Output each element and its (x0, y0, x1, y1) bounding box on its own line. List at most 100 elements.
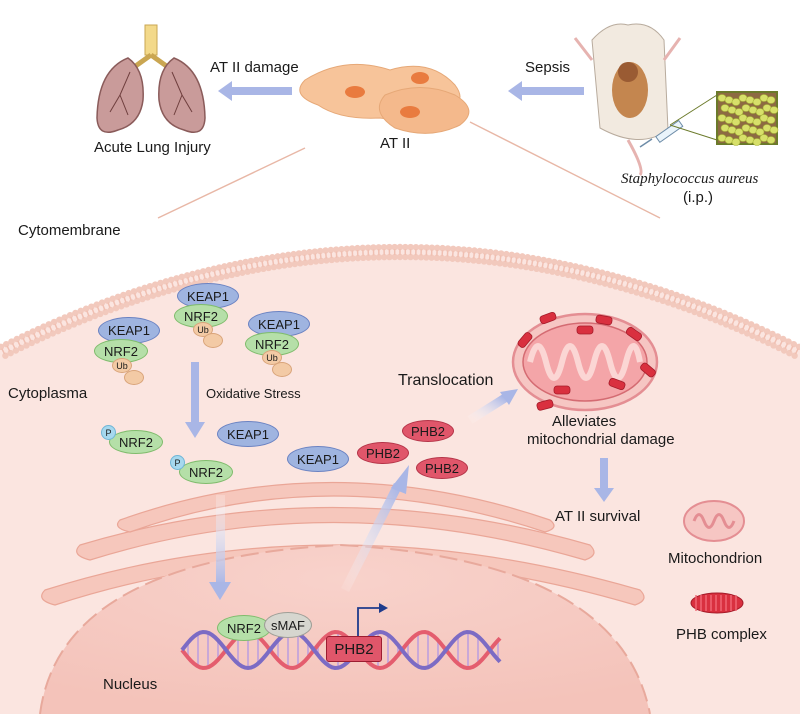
lipid-head (144, 294, 151, 301)
lipid-head (450, 245, 457, 252)
lipid-tail (678, 298, 683, 305)
lipid-tail (599, 274, 603, 281)
lipid-head (61, 314, 68, 321)
lipid-head (625, 276, 632, 283)
lipid-head (471, 247, 478, 254)
lipid-head (492, 249, 499, 256)
ub-bead-a (203, 333, 223, 348)
lipid-head (23, 342, 30, 349)
lipid-head (496, 260, 504, 267)
staphylococcus-label: Staphylococcus aureus (621, 171, 759, 187)
cytoplasma-label: Cytoplasma (8, 385, 88, 402)
lipid-head (559, 270, 567, 278)
lipid-head (659, 297, 667, 305)
lipid-head (183, 272, 191, 279)
lipid-tail (171, 281, 175, 288)
lipid-head (322, 247, 329, 254)
nucleus-label: Nucleus (103, 676, 158, 693)
lipid-tail (282, 257, 285, 264)
lipid-head (601, 280, 609, 287)
sepsis-label: Sepsis (525, 59, 571, 76)
lipid-tail (588, 271, 592, 278)
lipid-head (654, 295, 661, 303)
lipid-head (199, 268, 207, 275)
lipid-tail (234, 265, 238, 273)
lipid-head (444, 255, 451, 262)
lipid-head (396, 243, 404, 251)
lipid-head (444, 245, 452, 252)
lipid-head (487, 248, 494, 256)
lipid-head (519, 253, 526, 260)
lipid-head (49, 330, 57, 337)
lipid-tail (287, 256, 291, 263)
lipid-tail (525, 259, 529, 266)
bacterium (766, 116, 776, 124)
lipid-head (380, 243, 388, 251)
lipid-head (564, 271, 572, 279)
lipid-tail (64, 318, 69, 326)
lipid-head (726, 311, 734, 319)
lipid-tail (552, 263, 555, 270)
alleviates-label-1: Alleviates (552, 413, 617, 430)
lipid-tail (620, 280, 624, 287)
lipid-head (44, 332, 51, 339)
lipid-head (533, 265, 540, 273)
lipid-head (381, 253, 388, 261)
lipid-head (609, 272, 617, 279)
nrf2-dna-bound: NRF2 (217, 615, 271, 641)
lipid-tail (27, 335, 32, 342)
lipid-tail (1, 348, 6, 355)
lipid-head (39, 334, 46, 342)
lipid-head (339, 255, 346, 263)
lipid-head (722, 321, 730, 328)
phospho-tag-a: P (101, 425, 116, 440)
lipid-head (465, 246, 473, 254)
bacterium (752, 98, 762, 106)
lipid-tail (715, 312, 720, 319)
lipid-tail (96, 306, 101, 313)
lipid-head (561, 260, 569, 268)
lipid-tail (478, 252, 481, 260)
lipid-head (118, 303, 125, 310)
lipid-tail (54, 323, 58, 330)
lipid-tail (202, 273, 206, 280)
lipid-tail (277, 258, 280, 265)
lipid-head (149, 292, 157, 299)
lipid-head (481, 248, 489, 255)
bacterium (766, 96, 776, 104)
lipid-head (607, 281, 614, 289)
lipid-head (417, 254, 425, 261)
arrow-sepsis (508, 81, 584, 101)
lipid-head (154, 290, 162, 298)
lipid-head (221, 263, 228, 270)
lipid-tail (625, 281, 629, 288)
phb-complex-small (539, 311, 557, 325)
lipid-tail (615, 278, 619, 285)
lipid-head (652, 284, 659, 292)
lipid-tail (70, 316, 74, 323)
lipid-head (732, 314, 739, 321)
lipid-head (554, 269, 561, 276)
lipid-tail (773, 337, 778, 344)
lipid-head (572, 263, 579, 270)
mitochondrion-large (511, 311, 659, 412)
lipid-head (375, 244, 382, 251)
lipid-tail (139, 291, 143, 298)
lipid-head (638, 290, 646, 298)
lipid-head (585, 276, 593, 283)
lipid-head (686, 306, 693, 314)
lipid-head (114, 293, 122, 301)
lipid-head (316, 247, 324, 255)
lipid-head (717, 319, 725, 326)
translocation-label: Translocation (398, 372, 494, 389)
lipid-head (317, 257, 325, 265)
lipid-tail (245, 263, 248, 270)
at2-damage-label: AT II damage (210, 59, 299, 76)
lipid-head (34, 325, 42, 333)
lipid-tail (298, 255, 301, 262)
lipid-head (239, 269, 246, 276)
lipid-head (673, 291, 680, 299)
lipid-head (604, 270, 611, 278)
lungs-icon (96, 24, 206, 133)
lipid-head (104, 297, 111, 304)
